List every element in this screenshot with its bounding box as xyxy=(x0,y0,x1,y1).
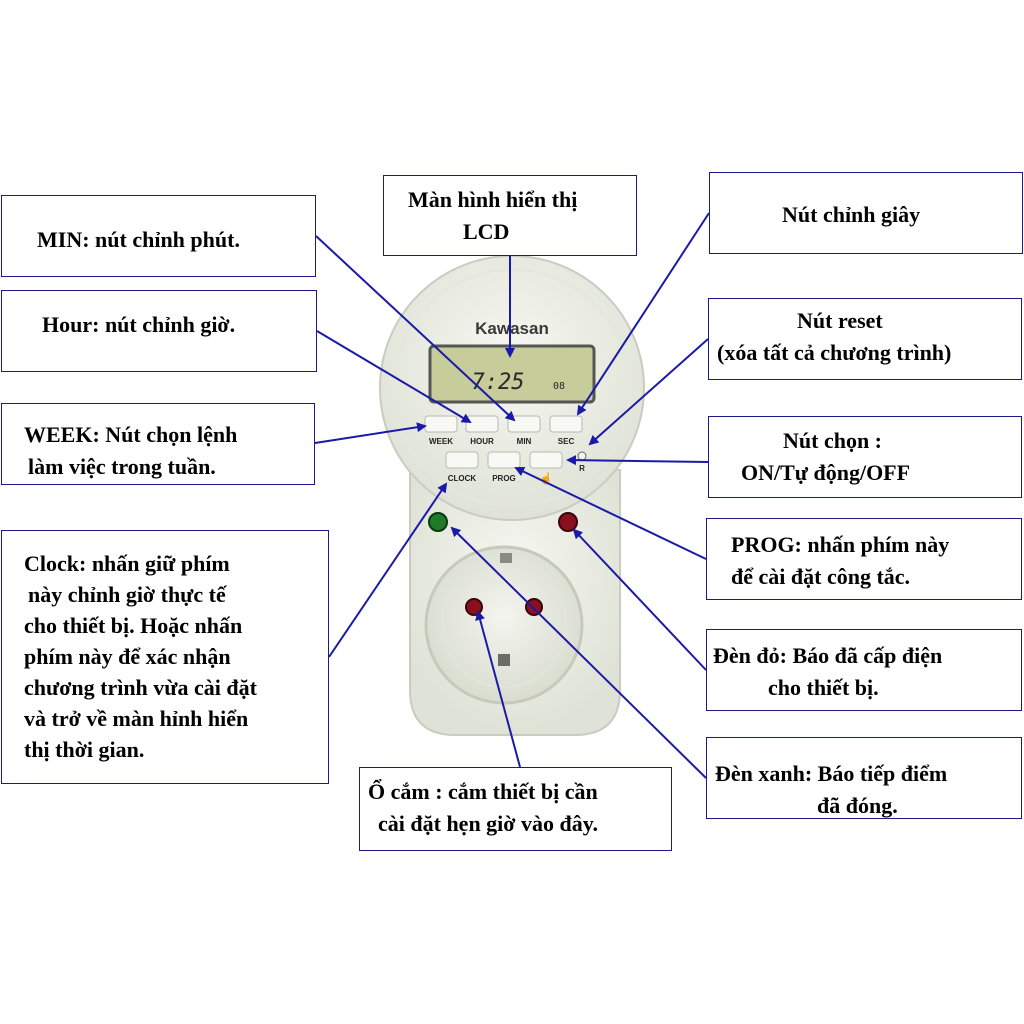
mode-button[interactable] xyxy=(529,451,563,469)
callout-lcd: Màn hình hiển thị LCD xyxy=(383,175,637,256)
arrow-prog xyxy=(514,466,707,560)
sec-button[interactable] xyxy=(549,415,583,433)
callout-mode: Nút chọn : ON/Tự động/OFF xyxy=(708,416,1022,498)
callout-socket: Ổ cắm : cắm thiết bị cần cài đặt hẹn giờ… xyxy=(359,767,672,851)
socket-earth-clip-top xyxy=(500,553,512,563)
callout-reset: Nút reset (xóa tất cả chương trình) xyxy=(708,298,1022,380)
callout-clock-line6: và trở về màn hỉnh hiển xyxy=(24,706,249,731)
clock-button[interactable] xyxy=(445,451,479,469)
callout-clock-line2: này chỉnh giờ thực tế xyxy=(28,582,226,607)
callout-min-line1: MIN: nút chỉnh phút. xyxy=(37,227,240,252)
arrow-socket xyxy=(475,610,521,768)
callout-hour: Hour: nút chỉnh giờ. xyxy=(1,290,317,372)
callout-lcd-line1: Màn hình hiển thị xyxy=(408,187,578,212)
min-button-label: MIN xyxy=(517,437,532,446)
clock-button-label: CLOCK xyxy=(448,474,477,483)
arrow-green-led xyxy=(450,526,707,779)
callout-prog-line2: để cài đặt công tắc. xyxy=(731,564,911,589)
callout-mode-line2: ON/Tự động/OFF xyxy=(741,460,911,485)
callout-prog-line1: PROG: nhấn phím này xyxy=(731,532,950,557)
socket-pin-right xyxy=(525,598,543,616)
lcd-time: 7:25 xyxy=(472,370,525,395)
callout-sec-line1: Nút chỉnh giây xyxy=(782,202,921,227)
hour-button[interactable] xyxy=(465,415,499,433)
callout-socket-line2: cài đặt hẹn giờ vào đây. xyxy=(378,811,598,836)
callout-clock-line4: phím này để xác nhận xyxy=(24,644,231,669)
brand-logo: Kawasan xyxy=(475,319,549,338)
callout-lcd-line2: LCD xyxy=(463,219,510,244)
callout-reset-line1: Nút reset xyxy=(797,308,883,333)
callout-red-led-line2: cho thiết bị. xyxy=(768,675,879,700)
red-led xyxy=(558,512,578,532)
callout-green-led: Đèn xanh: Báo tiếp điểm đã đóng. xyxy=(706,737,1022,819)
arrow-min xyxy=(315,235,516,422)
reset-label: R xyxy=(579,464,585,473)
callout-clock-line3: cho thiết bị. Hoặc nhấn xyxy=(24,613,243,638)
arrow-reset xyxy=(588,338,709,446)
callout-reset-line2: (xóa tất cả chương trình) xyxy=(717,340,952,365)
hour-button-label: HOUR xyxy=(470,437,494,446)
callout-clock: Clock: nhấn giữ phím này chỉnh giờ thực … xyxy=(1,530,329,784)
arrow-red-led xyxy=(572,528,707,671)
arrow-hour xyxy=(316,330,472,424)
callout-clock-line7: thị thời gian. xyxy=(24,737,145,762)
arrow-week xyxy=(314,422,427,444)
callout-min: MIN: nút chỉnh phút. xyxy=(1,195,316,277)
callout-clock-line5: chương trình vừa cài đặt xyxy=(24,675,257,700)
prog-button[interactable] xyxy=(487,451,521,469)
sec-button-label: SEC xyxy=(558,437,575,446)
socket-earth-clip-bottom xyxy=(498,654,510,666)
callout-socket-line1: Ổ cắm : cắm thiết bị cần xyxy=(368,779,598,804)
callout-red-led-line1: Đèn đỏ: Báo đã cấp điện xyxy=(713,643,943,668)
callout-week-line1: WEEK: Nút chọn lệnh xyxy=(24,422,238,447)
lcd-seconds: 08 xyxy=(553,381,565,392)
min-button[interactable] xyxy=(507,415,541,433)
callout-hour-line1: Hour: nút chỉnh giờ. xyxy=(42,312,236,337)
arrow-mode xyxy=(566,455,709,466)
prog-button-label: PROG xyxy=(492,474,516,483)
callout-green-led-line2: đã đóng. xyxy=(817,793,898,818)
socket xyxy=(424,545,584,705)
arrow-clock xyxy=(328,482,448,658)
callout-red-led: Đèn đỏ: Báo đã cấp điện cho thiết bị. xyxy=(706,629,1022,711)
callout-week: WEEK: Nút chọn lệnh làm việc trong tuần. xyxy=(1,403,315,485)
lcd-screen xyxy=(428,344,596,404)
callout-prog: PROG: nhấn phím này để cài đặt công tắc. xyxy=(706,518,1022,600)
callout-green-led-line1: Đèn xanh: Báo tiếp điểm xyxy=(715,761,948,786)
callout-clock-line1: Clock: nhấn giữ phím xyxy=(24,551,230,576)
green-led xyxy=(428,512,448,532)
week-button-label: WEEK xyxy=(429,437,453,446)
callout-mode-line1: Nút chọn : xyxy=(783,428,883,453)
arrow-sec xyxy=(576,212,710,416)
callout-week-line2: làm việc trong tuần. xyxy=(28,454,216,479)
callout-sec: Nút chỉnh giây xyxy=(709,172,1023,254)
